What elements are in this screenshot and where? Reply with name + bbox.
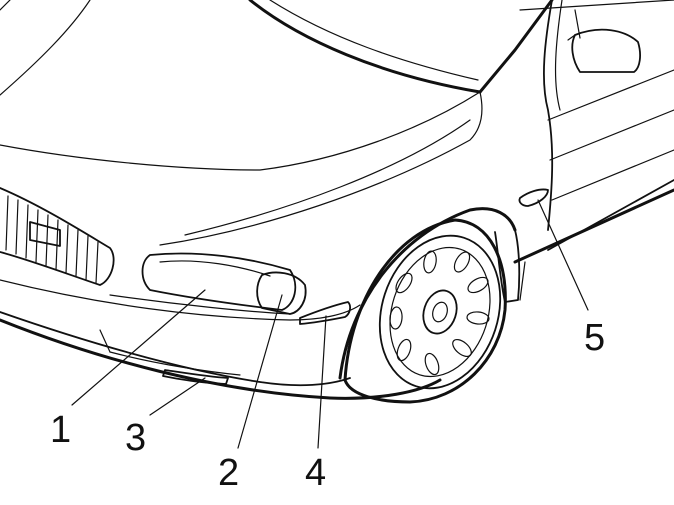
leader-line-2 [237,294,283,449]
leader-line-1 [71,289,206,406]
wheel-hub [422,289,458,335]
front-wheel [343,218,507,404]
headlamp [141,252,297,311]
bumper [0,279,442,400]
body-side [513,0,674,264]
callout-3: 3 [125,417,146,459]
bumper-side-marker [299,301,352,325]
leader-line-5 [537,199,589,311]
side-repeater [518,188,549,207]
side-mirror [567,9,641,73]
hood [0,0,554,246]
leader-lines [71,199,589,449]
callout-1: 1 [50,409,71,451]
callout-2: 2 [218,452,239,494]
corner-lamp [256,271,307,315]
fog-lamp [162,369,229,385]
grille [0,187,115,286]
hubcap-slots [389,250,490,376]
leader-line-4 [317,315,327,449]
grille-badge [29,221,61,247]
callout-4: 4 [305,452,326,494]
callout-5: 5 [584,317,605,359]
leader-line-3 [149,377,206,416]
wheel-rim [378,234,502,390]
